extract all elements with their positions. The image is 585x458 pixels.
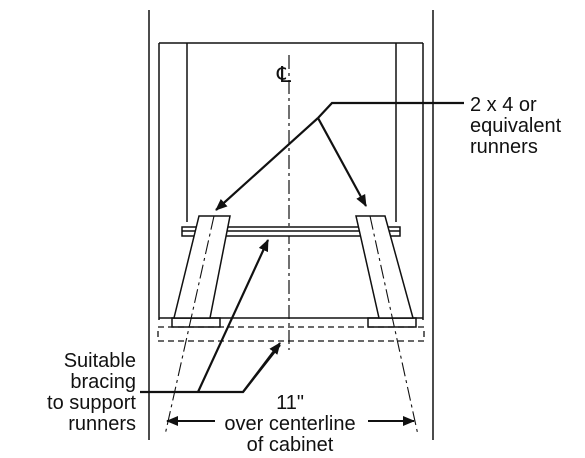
dimension-text-line-2: of cabinet — [247, 434, 334, 456]
bracing-label-line-3: to support — [47, 392, 136, 414]
bracing-arrow-upper — [197, 239, 269, 393]
cabinet-outline — [158, 42, 424, 320]
bracing-label-line-4: runners — [68, 413, 136, 435]
runners-arrow-right — [317, 117, 367, 207]
runners-leader — [215, 101, 464, 211]
outer-side-lines — [148, 10, 434, 440]
base-rail-left — [171, 317, 221, 328]
runners-label: 2 x 4 or equivalent runners — [470, 94, 562, 158]
runners-label-line-3: runners — [470, 136, 538, 158]
runner-right-body — [355, 215, 414, 319]
runners-arrow-left — [215, 117, 319, 211]
bracing-label: Suitable bracing to support runners — [47, 350, 136, 435]
centerline-symbol: ℄ — [276, 62, 292, 87]
bracing-arrow-lower — [242, 342, 281, 393]
bracing-leader — [140, 239, 281, 394]
runners-label-line-2: equivalent — [470, 115, 562, 137]
runner-right — [355, 215, 419, 436]
runner-right-centerline — [369, 215, 419, 436]
runners-label-line-1: 2 x 4 or — [470, 94, 537, 116]
runner-left — [164, 215, 231, 436]
dimension-value: 11" — [276, 392, 304, 414]
dimension-text-line-1: over centerline — [224, 413, 355, 435]
dimension-label: 11" over centerline of cabinet — [224, 392, 355, 456]
base-rail-right — [367, 317, 417, 328]
bracing-label-line-2: bracing — [70, 371, 136, 393]
base-rails — [159, 317, 423, 328]
dashed-base-outline — [157, 326, 425, 342]
bracing-label-line-1: Suitable — [64, 350, 136, 372]
runners-leader-line — [317, 101, 464, 119]
runner-left-centerline — [164, 215, 215, 436]
runner-left-body — [173, 215, 231, 319]
